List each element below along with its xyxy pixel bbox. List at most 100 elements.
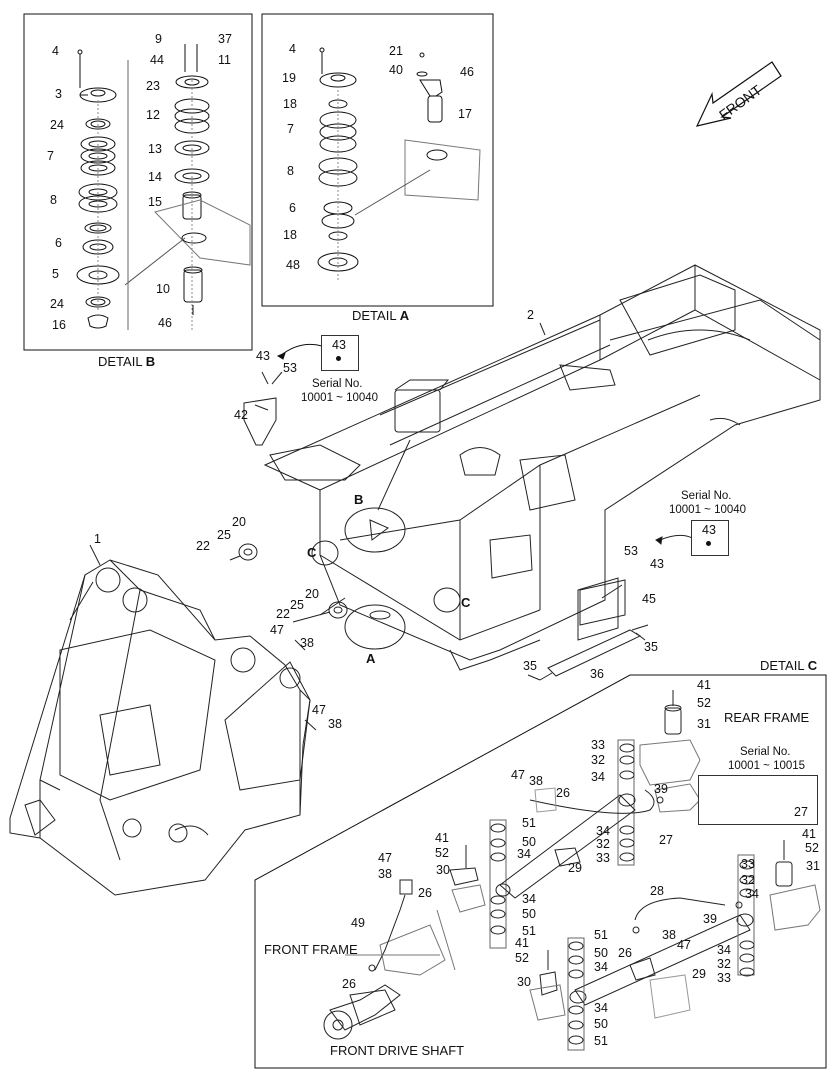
c-label-39b: 39: [703, 912, 717, 926]
c-label-26e: 26: [618, 946, 632, 960]
c-label-33g: 33: [717, 971, 731, 985]
rear-frame-drawing: [229, 264, 821, 681]
detail-b-right-stack: [124, 44, 251, 330]
detail-b-label-46: 46: [158, 316, 172, 330]
detail-b-label-6: 6: [55, 236, 62, 250]
c-label-51: 51: [522, 816, 536, 830]
detail-c-title: DETAIL C: [760, 658, 818, 673]
c-label-33: 33: [591, 738, 605, 752]
c-label-30f: 30: [517, 975, 531, 989]
detail-a-label-40: 40: [389, 63, 403, 77]
serial-box-2-part: 43: [702, 523, 716, 537]
detail-b-label-44: 44: [150, 53, 164, 67]
main-label-20b: 20: [305, 587, 319, 601]
serial-3-text: Serial No.: [740, 746, 791, 758]
c-label-32: 32: [591, 753, 605, 767]
main-label-36: 36: [590, 667, 604, 681]
bolt-icon: [336, 356, 341, 361]
c-label-51h: 51: [594, 1034, 608, 1048]
main-label-42: 42: [234, 408, 248, 422]
front-arrow: [695, 61, 782, 127]
front-drive-shaft-label: FRONT DRIVE SHAFT: [330, 1043, 465, 1058]
c-label-50h: 50: [594, 1017, 608, 1031]
c-label-41b: 41: [435, 831, 449, 845]
callout-c-1: C: [307, 545, 317, 560]
serial-3-range: 10001 ~ 10015: [728, 760, 806, 772]
detail-b-label-3: 3: [55, 87, 62, 101]
detail-b-label-7: 7: [47, 149, 54, 163]
serial-1-text: Serial No.: [312, 378, 363, 390]
c-label-38: 38: [529, 774, 543, 788]
detail-a-stack: [317, 47, 481, 280]
c-label-39: 39: [654, 782, 668, 796]
main-label-22b: 22: [276, 607, 290, 621]
c-label-41f: 41: [515, 936, 529, 950]
callout-c-2: C: [461, 595, 471, 610]
main-label-25: 25: [217, 528, 231, 542]
c-label-47e: 47: [677, 938, 691, 952]
detail-a-label-18: 18: [283, 97, 297, 111]
c-label-52b: 52: [435, 846, 449, 860]
detail-a-label-21: 21: [389, 44, 403, 58]
c-label-30: 30: [436, 863, 450, 877]
main-label-1: 1: [94, 532, 101, 546]
c-label-38e: 38: [662, 928, 676, 942]
main-label-43b: 43: [650, 557, 664, 571]
c-label-34b: 34: [517, 847, 531, 861]
c-label-32e: 32: [741, 873, 755, 887]
c-label-26: 26: [556, 786, 570, 800]
detail-a-label-6: 6: [289, 201, 296, 215]
c-label-27: 27: [659, 833, 673, 847]
detail-a-label-17: 17: [458, 107, 472, 121]
detail-a-frame: [261, 13, 494, 307]
c-label-32g: 32: [717, 957, 731, 971]
serial-box-3: 27: [698, 775, 818, 825]
c-label-26d: 26: [342, 977, 356, 991]
front-frame-drawing: [9, 544, 317, 896]
detail-b-frame: [23, 13, 253, 351]
detail-b-left-stack: [76, 49, 120, 329]
c-label-52: 52: [697, 696, 711, 710]
detail-b-label-24b: 24: [50, 297, 64, 311]
c-label-50: 50: [522, 835, 536, 849]
c-label-41e: 41: [802, 827, 816, 841]
c-label-49: 49: [351, 916, 365, 930]
c-label-34g: 34: [717, 943, 731, 957]
c-label-50e: 50: [594, 946, 608, 960]
detail-b-label-37: 37: [218, 32, 232, 46]
detail-a-label-18b: 18: [283, 228, 297, 242]
c-label-29f: 29: [692, 967, 706, 981]
detail-c-frame: [254, 674, 827, 1069]
detail-a-label-19: 19: [282, 71, 296, 85]
serial-box-3-part: 27: [794, 805, 808, 819]
main-label-47: 47: [270, 623, 284, 637]
detail-a-label-8: 8: [287, 164, 294, 178]
detail-b-title: DETAIL B: [98, 354, 156, 369]
c-label-28: 28: [650, 884, 664, 898]
detail-a-label-4: 4: [289, 42, 296, 56]
main-label-38b: 38: [328, 717, 342, 731]
rear-frame-label: REAR FRAME: [724, 710, 810, 725]
front-frame-label: FRONT FRAME: [264, 942, 358, 957]
callout-a: A: [366, 651, 376, 666]
bolt-icon: [706, 541, 711, 546]
detail-b-label-5: 5: [52, 267, 59, 281]
detail-b-label-4: 4: [52, 44, 59, 58]
c-label-26c: 26: [418, 886, 432, 900]
detail-b-label-15: 15: [148, 195, 162, 209]
detail-b-label-12: 12: [146, 108, 160, 122]
main-label-25b: 25: [290, 598, 304, 612]
serial-2-text: Serial No.: [681, 490, 732, 502]
c-label-51e: 51: [594, 928, 608, 942]
main-label-38: 38: [300, 636, 314, 650]
main-label-35b: 35: [644, 640, 658, 654]
detail-a-label-46: 46: [460, 65, 474, 79]
c-label-34: 34: [591, 770, 605, 784]
c-label-31: 31: [697, 717, 711, 731]
c-label-34d: 34: [522, 892, 536, 906]
c-label-47c: 47: [378, 851, 392, 865]
c-label-38c: 38: [378, 867, 392, 881]
serial-box-1-part: 43: [332, 338, 346, 352]
c-label-52e: 52: [805, 841, 819, 855]
serial-box-2: 43: [691, 520, 729, 556]
